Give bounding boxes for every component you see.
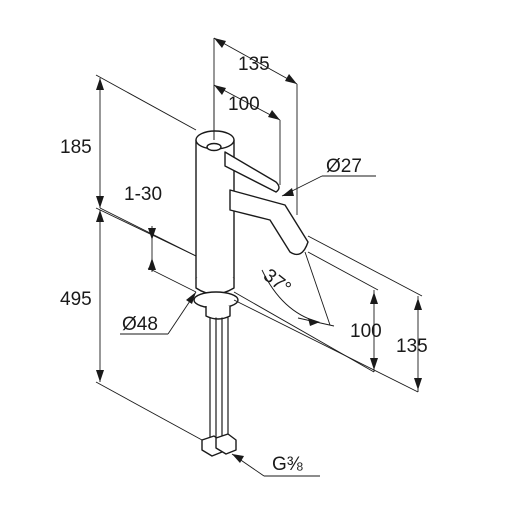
- dim-upper-height: 185: [60, 74, 197, 208]
- dim-lower-height-label: 495: [60, 289, 92, 310]
- dim-connection-thread-label: G⅜: [272, 454, 303, 475]
- dim-depth-range-label: 1-30: [124, 184, 162, 205]
- dim-upper-height-label: 185: [60, 137, 92, 158]
- dim-angle-label: 37°: [259, 265, 295, 299]
- dim-spout-diameter-label: Ø27: [326, 156, 362, 177]
- dim-top-width: 135: [213, 37, 298, 215]
- dim-lower-height: 495: [60, 207, 203, 441]
- dim-connection-thread: G⅜: [231, 453, 320, 477]
- dim-spout-reach-label: 100: [350, 321, 382, 342]
- dim-base-diameter: Ø48: [120, 291, 197, 335]
- dim-base-diameter-label: Ø48: [122, 314, 158, 335]
- faucet-body: [193, 130, 309, 457]
- dim-lever-offset-label: 100: [228, 94, 260, 115]
- dim-spout-reach-total: 135: [233, 235, 428, 393]
- dim-top-width-label: 135: [238, 54, 270, 75]
- dim-depth-range: 1-30: [99, 184, 197, 293]
- dim-spout-reach: 100: [233, 251, 382, 373]
- dim-lever-offset: 100: [213, 84, 281, 185]
- dim-spout-diameter: Ø27: [281, 156, 376, 197]
- dim-spout-reach-total-label: 135: [396, 336, 428, 357]
- dim-angle: 37°: [259, 251, 335, 327]
